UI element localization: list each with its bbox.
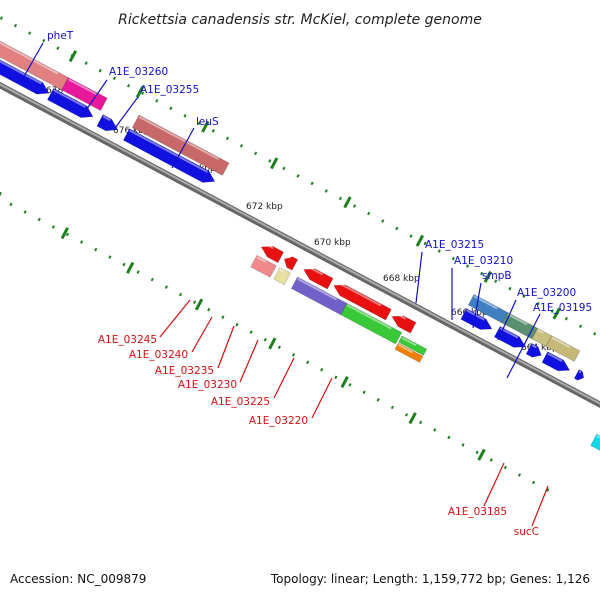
forward-gene-label-a1e-03260: A1E_03260 [109,66,168,78]
feature-layer [0,26,600,461]
leader-line-a1e-03255 [114,96,139,129]
leader-line-a1e-03200 [497,299,517,341]
gene-leuS-product [131,114,230,176]
gene-smpB [525,342,542,358]
tick-mark [126,261,135,274]
gene-pheT [0,40,50,95]
leader-line-a1e-03185 [483,462,505,507]
tick-dots-upper [0,16,600,339]
reverse-gene-label-a1e-03230: A1E_03230 [178,379,237,391]
leader-line-a1e-03235 [217,325,235,369]
tick-mark [201,120,210,133]
tick-mark [194,298,204,311]
tick-mark [343,196,352,209]
map-title: Rickettsia canadensis str. McKiel, compl… [118,12,482,28]
footer-accession: Accession: NC_009879 [10,572,147,586]
leader-line-phet [21,42,44,81]
gene-A1E_03200-product [545,335,581,362]
backbone [0,81,600,408]
gene-A1E_03220-product-b [394,342,424,363]
tick-mark [270,157,279,170]
gene-A1E_03260 [47,87,94,118]
leader-line-a1e-03245 [159,299,191,338]
leader-line-a1e-03240 [191,316,213,353]
leader-line-succ [531,485,549,527]
gene-A1E_03225 [333,281,392,321]
footer-info: Topology: linear; Length: 1,159,772 bp; … [270,572,590,586]
gene-A1E_03260-product [61,77,108,111]
leader-line-a1e-03260 [81,79,108,117]
tick-mark [483,270,492,283]
tick-mark [408,412,417,425]
gene-A1E_03200 [541,351,571,372]
leader-line-a1e-03195 [506,313,541,379]
leader-line-leus [171,127,195,169]
reverse-gene-label-a1e-03245: A1E_03245 [98,334,157,346]
gene-A1E_03240 [283,254,299,271]
tick-label: 672 kbp [246,202,283,212]
reverse-gene-label-a1e-03220: A1E_03220 [249,415,308,427]
backbone-highlight [0,83,600,405]
forward-gene-label-phet: pheT [47,30,74,42]
tick-mark [340,375,349,388]
gene-A1E_03245 [260,242,284,264]
tick-mark [268,337,277,350]
tick-mark [0,191,2,197]
gene-A1E_03240-product [273,267,291,286]
tick-mark [477,448,486,461]
forward-gene-label-a1e-03210: A1E_03210 [454,255,513,267]
label-line-layer [21,42,549,527]
tick-mark [552,307,561,320]
leader-line-a1e-03220 [311,377,333,419]
tick-label: 668 kbp [383,274,420,284]
gene-leuS [122,128,216,183]
gene-A1E_03225-product [340,302,403,345]
gene-A1E_03185-product [590,433,600,461]
forward-gene-label-leus: leuS [196,116,219,128]
gene-A1E_03195 [573,369,585,381]
forward-gene-label-a1e-03215: A1E_03215 [425,239,484,251]
tick-mark [60,227,69,240]
leader-line-a1e-03230 [239,339,259,383]
tick-mark [68,50,78,63]
tick-label: 670 kbp [314,238,351,248]
gene-A1E_03255 [96,114,119,132]
gene-A1E_03235 [303,265,334,290]
forward-gene-label-a1e-03200: A1E_03200 [517,287,576,299]
reverse-gene-label-a1e-03225: A1E_03225 [211,396,270,408]
gene-A1E_03245-product [250,255,277,278]
tick-mark [415,234,424,247]
tick-label: 664 kbp [521,343,558,353]
leader-line-a1e-03215 [415,251,423,304]
gene-A1E_03220-product-a [398,335,428,356]
forward-gene-label-a1e-03195: A1E_03195 [533,302,592,314]
forward-gene-label-smpb: smpB [482,270,512,282]
reverse-gene-label-a1e-03235: A1E_03235 [155,365,214,377]
reverse-gene-label-a1e-03185: A1E_03185 [448,506,507,518]
leader-line-a1e-03225 [273,357,295,399]
leader-line-smpb [472,282,482,329]
tick-mark [135,85,145,98]
reverse-gene-label-succ: sucC [514,526,539,538]
forward-gene-label-a1e-03255: A1E_03255 [140,84,199,96]
backbone-line [0,81,600,408]
reverse-gene-label-a1e-03240: A1E_03240 [129,349,188,361]
gene-A1E_03220 [391,312,417,334]
